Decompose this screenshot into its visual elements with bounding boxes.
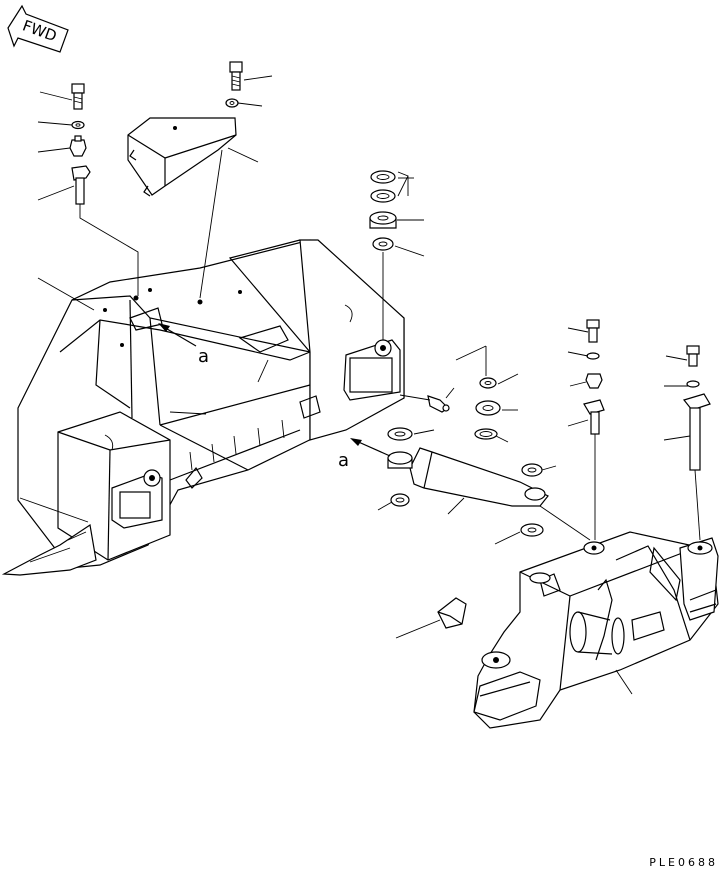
bar-end-bushing — [387, 427, 413, 441]
grease-fitting — [427, 395, 450, 413]
leader-lines — [19, 75, 691, 695]
cover-washer — [225, 98, 239, 108]
track-bolt-left — [586, 319, 600, 343]
right-nut-a — [479, 377, 497, 389]
bar-seal — [390, 493, 410, 507]
forward-arrow-icon — [7, 4, 69, 53]
bar-center-bushing — [387, 451, 413, 469]
cover-plate — [127, 117, 237, 197]
detail-label-a-1: a — [198, 346, 209, 367]
cover-bolt — [229, 61, 243, 91]
fwd-orientation-tag: FWD — [7, 4, 69, 53]
left-nut — [69, 135, 87, 157]
track-nut-left — [585, 373, 603, 389]
bar-end-cap-upper — [521, 463, 543, 477]
detail-arrow-1 — [158, 323, 197, 347]
drawing-number: PLE0688 — [649, 856, 718, 869]
left-bolt — [71, 83, 85, 110]
track-bolt-right — [686, 345, 700, 367]
left-pin — [71, 165, 91, 205]
track-pin-right — [682, 393, 711, 471]
track-frame-assembly — [473, 531, 719, 729]
detail-arrow-2 — [350, 438, 391, 457]
left-washer — [71, 120, 85, 130]
right-spacer — [475, 400, 501, 416]
track-washer-left — [586, 352, 600, 360]
mount-cushion-upper — [369, 211, 397, 229]
equalizer-bar — [409, 447, 549, 507]
detail-label-a-2: a — [338, 450, 349, 471]
shim-lower — [370, 189, 396, 203]
track-washer-right — [686, 380, 700, 388]
mount-cushion-lower — [372, 237, 394, 251]
track-pin-left — [583, 399, 605, 435]
bar-end-cap-lower — [520, 523, 544, 537]
shim-upper — [370, 170, 396, 184]
main-frame — [1, 239, 405, 576]
guard-plate — [437, 597, 467, 629]
assembly-lines — [79, 149, 701, 541]
right-washer — [474, 428, 498, 440]
